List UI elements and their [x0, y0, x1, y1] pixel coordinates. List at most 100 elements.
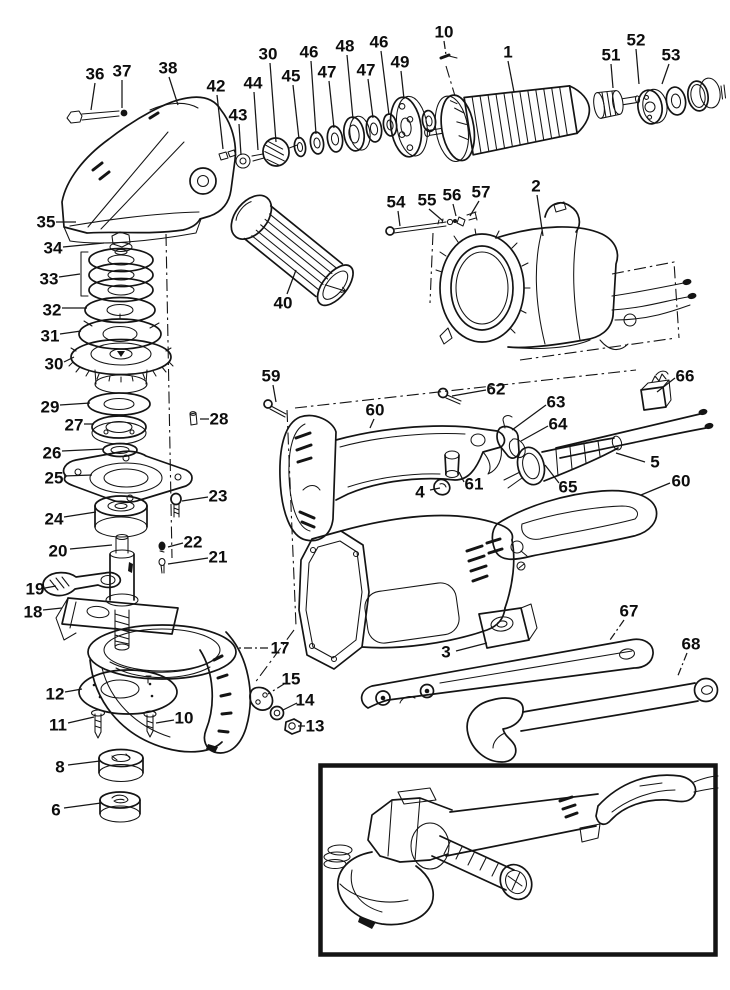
leader-line: [661, 63, 670, 85]
leader-line: [267, 683, 285, 695]
part-number-label: 38: [159, 59, 178, 78]
part-number-label: 45: [282, 67, 301, 86]
leader-line: [656, 377, 676, 393]
part-number-label: 49: [391, 53, 410, 72]
part-number-label: 15: [282, 670, 301, 689]
leader-line: [469, 200, 480, 217]
part-number-label: 68: [682, 635, 701, 654]
bearing-24: [94, 495, 148, 538]
pin-spanner-67: [360, 638, 654, 709]
part-number-label: 61: [465, 475, 484, 494]
backing-flange-8: [98, 748, 144, 783]
screw-10: [143, 710, 157, 738]
part-number-label: 47: [357, 61, 376, 80]
part-number-label: 30: [45, 355, 64, 374]
leader-line: [452, 203, 457, 217]
part-number-label: 5: [650, 453, 659, 472]
part-number-label: 42: [207, 77, 226, 96]
clamp-nut-6: [99, 791, 141, 823]
leader-line: [635, 48, 640, 85]
part-number-label: 19: [26, 580, 45, 599]
bracket-18: [55, 597, 179, 641]
leader-line: [59, 402, 91, 406]
leader-line: [63, 474, 93, 477]
power-cord-5: [555, 408, 714, 459]
leader-line: [443, 40, 447, 56]
leader-line: [429, 487, 441, 491]
leader-line: [380, 50, 390, 116]
part-number-label: 46: [300, 43, 319, 62]
leader-line: [428, 208, 444, 222]
screw-62: [437, 387, 462, 405]
part-number-label: 60: [672, 472, 691, 491]
leader-line: [67, 760, 101, 766]
part-number-label: 12: [46, 685, 65, 704]
spindle-stack: [42, 231, 302, 823]
switch-3: [478, 603, 538, 649]
leader-line: [640, 482, 671, 496]
leader-line: [67, 716, 95, 724]
part-number-label: 51: [602, 46, 621, 65]
part-number-label: 10: [435, 23, 454, 42]
leader-line: [168, 76, 179, 106]
clip-4: [433, 478, 451, 496]
part-number-label: 54: [387, 193, 406, 212]
part-number-label: 32: [43, 301, 62, 320]
leader-line: [458, 471, 465, 483]
leader-line: [253, 91, 259, 151]
part-number-label: 64: [549, 415, 568, 434]
leader-line: [69, 544, 113, 550]
part-number-label: 63: [547, 393, 566, 412]
field-assembly: [435, 201, 697, 351]
leader-line: [238, 123, 242, 156]
cord-grip-64: [508, 438, 526, 459]
leader-line: [58, 273, 81, 278]
open-end-wrench-68: [466, 677, 719, 763]
nut-14: [269, 705, 285, 721]
leader-line: [615, 452, 646, 463]
switch-plunger-61: [444, 450, 460, 479]
part-number-label: 27: [65, 416, 84, 435]
part-number-label: 10: [175, 709, 194, 728]
leader-line: [63, 356, 75, 363]
part-number-label: 18: [24, 603, 43, 622]
cord-protector-65: [503, 435, 623, 489]
part-number-label: 43: [229, 106, 248, 125]
screw-28: [189, 411, 198, 426]
part-number-label: 53: [662, 46, 681, 65]
leader-line: [44, 585, 57, 589]
part-number-label: 37: [113, 62, 132, 81]
part-number-label: 46: [370, 33, 389, 52]
leader-line: [59, 330, 82, 335]
leader-line: [397, 210, 401, 227]
part-number-label: 4: [415, 483, 425, 502]
part-number-label: 23: [209, 487, 228, 506]
screw-11: [90, 709, 106, 739]
leader-line: [167, 557, 209, 565]
leader-line: [61, 448, 105, 452]
leader-line: [328, 80, 335, 129]
part-number-label: 33: [40, 270, 59, 289]
assembled-grinder-inset: [318, 763, 719, 957]
screw-21: [158, 557, 166, 574]
bearing-27: [91, 415, 147, 445]
part-number-label: 65: [559, 478, 578, 497]
leader-line: [216, 94, 224, 150]
part-number-label: 3: [441, 643, 450, 662]
part-number-label: 47: [318, 63, 337, 82]
part-number-label: 20: [49, 542, 68, 561]
gear-housing: [61, 96, 237, 244]
lock-lever-19: [42, 571, 122, 597]
part-number-label: 60: [366, 401, 385, 420]
carbon-brush-66: [640, 370, 672, 411]
part-number-label: 17: [271, 639, 290, 658]
leader-line: [63, 802, 102, 809]
part-number-label: 52: [627, 31, 646, 50]
side-handle: [230, 194, 354, 307]
armature: [424, 53, 727, 163]
part-number-label: 59: [262, 367, 281, 386]
part-number-label: 57: [472, 183, 491, 202]
leader-line: [400, 70, 405, 100]
leader-line: [181, 496, 209, 502]
